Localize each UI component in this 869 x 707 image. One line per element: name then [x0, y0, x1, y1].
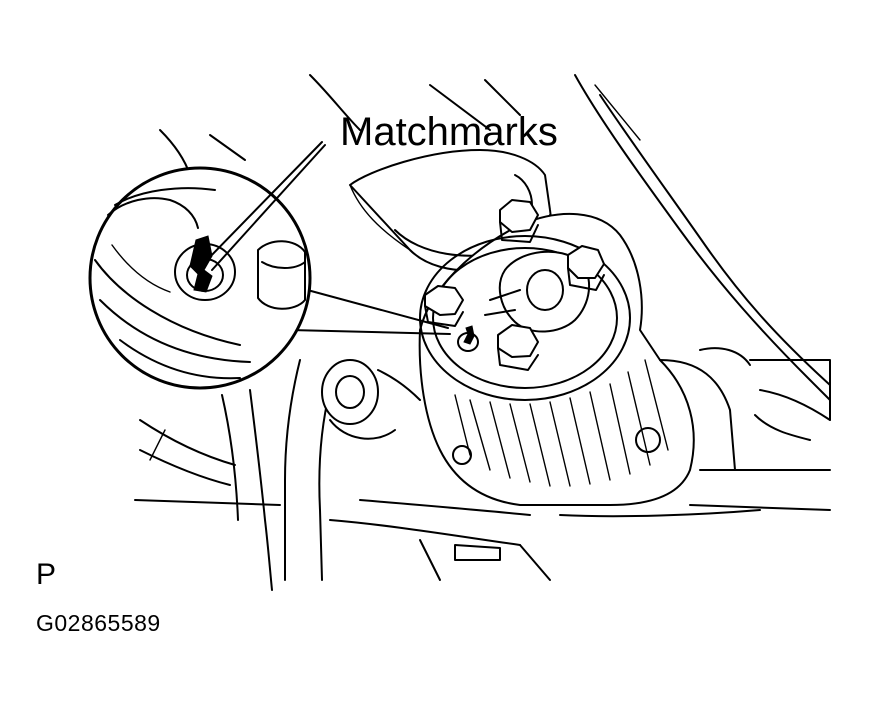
chassis-outline	[134, 74, 831, 591]
matchmark-icon	[463, 325, 475, 345]
bolt-icon	[499, 199, 539, 243]
matchmark-icon	[189, 235, 213, 293]
figure-id: G02865589	[36, 610, 161, 636]
bolt-icon	[424, 285, 464, 327]
differential-housing	[321, 212, 751, 506]
bolt-icon	[567, 245, 605, 291]
flange-bolts	[424, 199, 605, 371]
matchmarks-label: Matchmarks	[340, 110, 558, 154]
matchmark-leaders	[204, 141, 326, 271]
bolt-icon	[497, 324, 539, 371]
view-code: P	[36, 558, 57, 591]
